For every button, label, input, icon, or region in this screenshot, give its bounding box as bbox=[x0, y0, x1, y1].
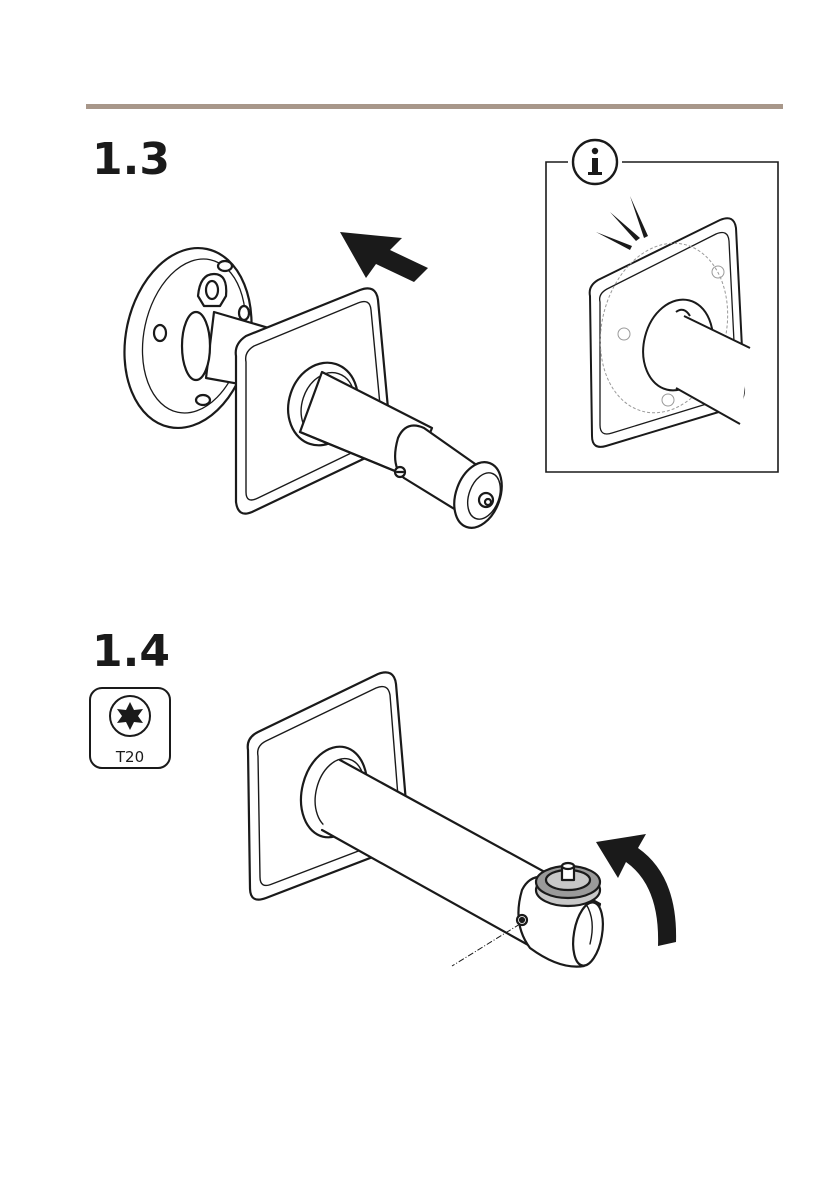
rotate-arrow bbox=[596, 834, 676, 946]
screw-guide-line bbox=[452, 924, 520, 966]
